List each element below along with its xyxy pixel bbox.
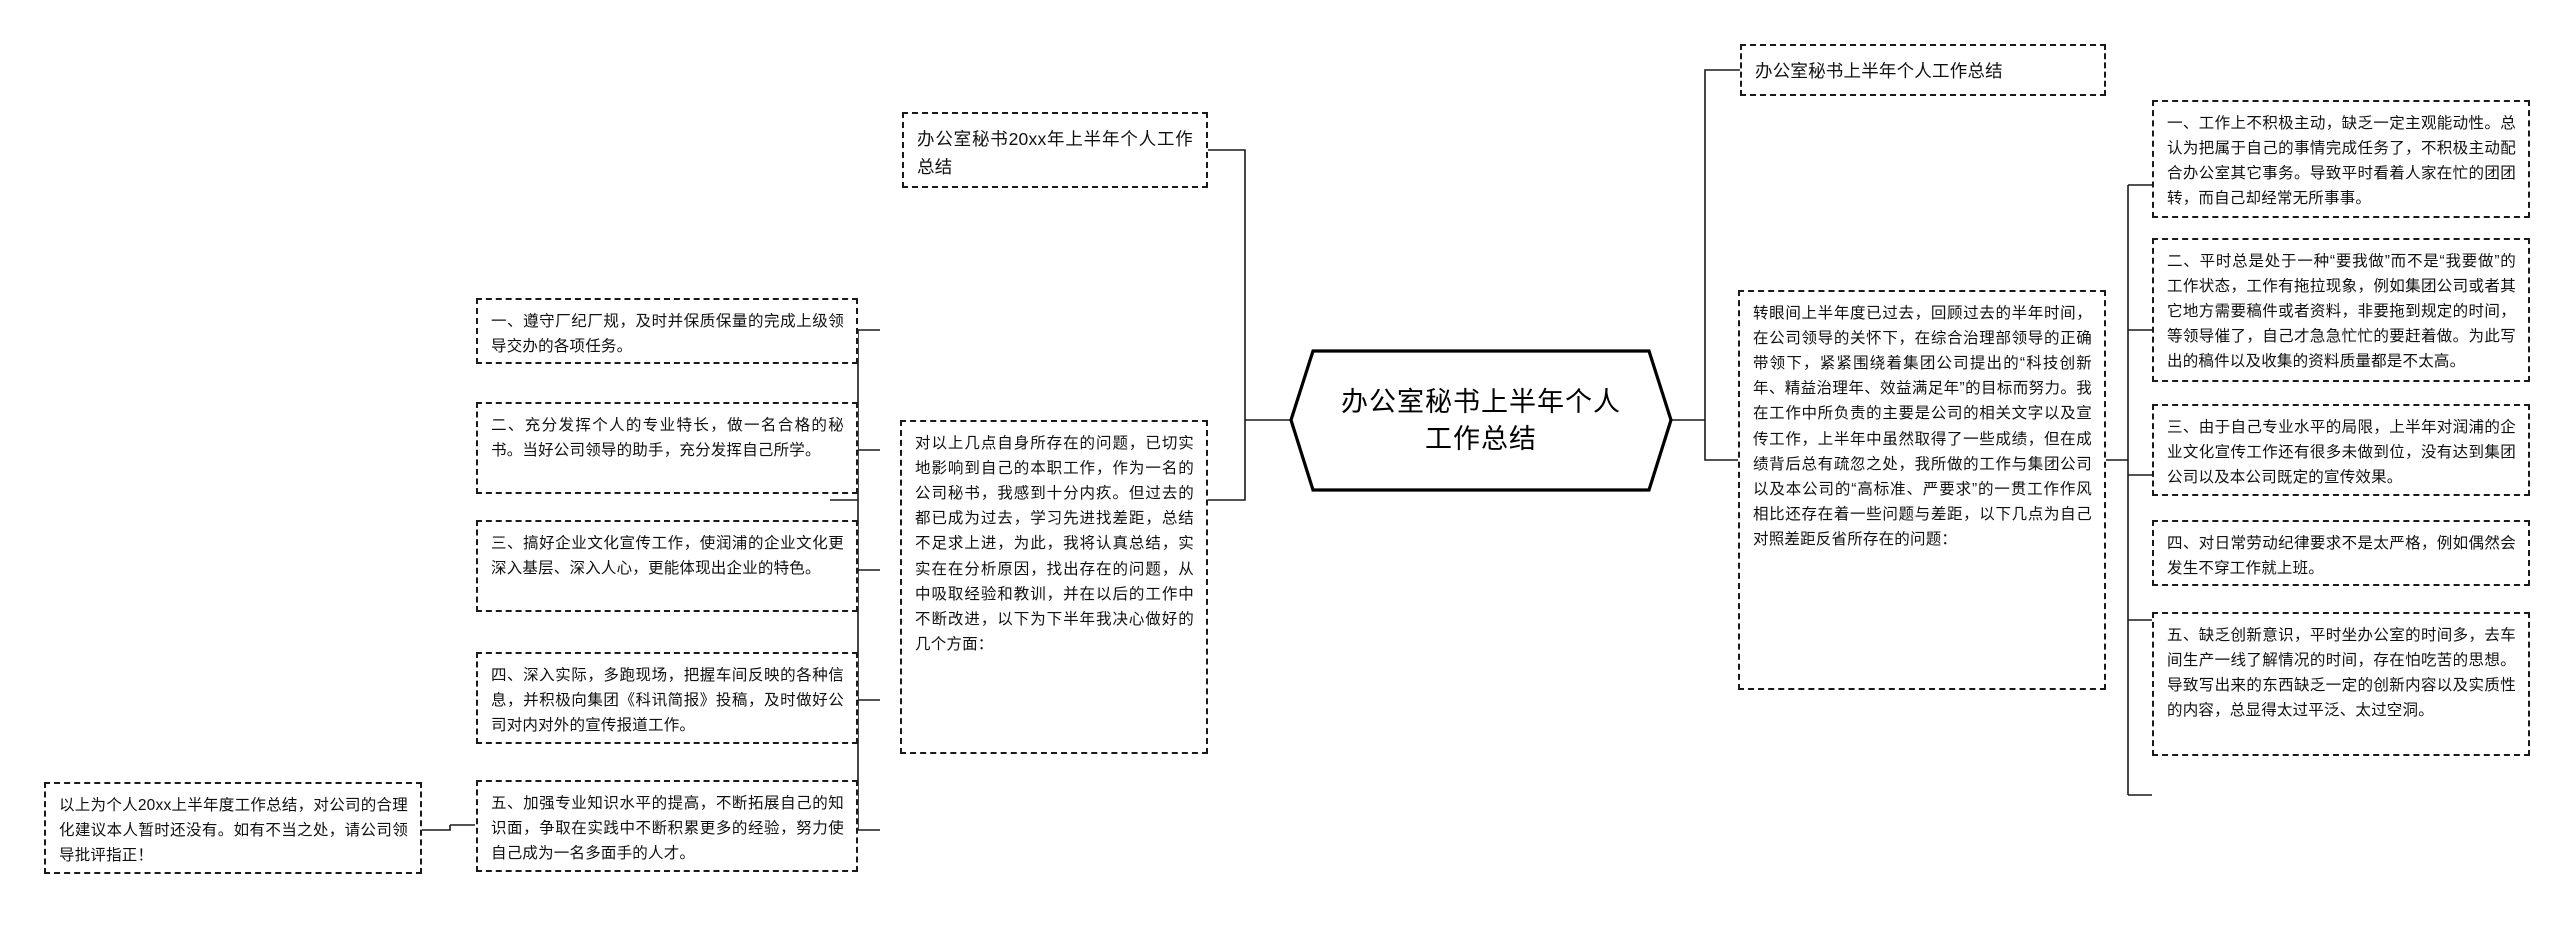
right-branch-heading[interactable]: 办公室秘书上半年个人工作总结 bbox=[1740, 44, 2106, 96]
right-item-5[interactable]: 五、缺乏创新意识，平时坐办公室的时间多，去车间生产一线了解情况的时间，存在怕吃苦… bbox=[2152, 612, 2530, 756]
left-closing-note[interactable]: 以上为个人20xx上半年度工作总结，对公司的合理化建议本人暂时还没有。如有不当之… bbox=[44, 782, 422, 874]
left-item-5[interactable]: 五、加强专业知识水平的提高，不断拓展自己的知识面，争取在实践中不断积累更多的经验… bbox=[476, 780, 858, 872]
left-item-1[interactable]: 一、遵守厂纪厂规，及时并保质保量的完成上级领导交办的各项任务。 bbox=[476, 298, 858, 364]
root-node-label: 办公室秘书上半年个人工作总结 bbox=[1341, 387, 1621, 454]
left-branch-heading[interactable]: 办公室秘书20xx年上半年个人工作总结 bbox=[902, 112, 1208, 188]
right-item-4[interactable]: 四、对日常劳动纪律要求不是太严格，例如偶然会发生不穿工作就上班。 bbox=[2152, 520, 2530, 586]
left-item-2[interactable]: 二、充分发挥个人的专业特长，做一名合格的秘书。当好公司领导的助手，充分发挥自己所… bbox=[476, 402, 858, 494]
left-item-4[interactable]: 四、深入实际，多跑现场，把握车间反映的各种信息，并积极向集团《科讯简报》投稿，及… bbox=[476, 652, 858, 744]
right-item-2[interactable]: 二、平时总是处于一种“要我做”而不是“我要做”的工作状态，工作有拖拉现象，例如集… bbox=[2152, 238, 2530, 382]
right-branch-summary[interactable]: 转眼间上半年度已过去，回顾过去的半年时间，在公司领导的关怀下，在综合治理部领导的… bbox=[1738, 290, 2106, 690]
root-node-shape bbox=[1289, 349, 1673, 492]
left-branch-summary[interactable]: 对以上几点自身所存在的问题，已切实地影响到自己的本职工作，作为一名的公司秘书，我… bbox=[900, 420, 1208, 754]
right-item-1[interactable]: 一、工作上不积极主动，缺乏一定主观能动性。总认为把属于自己的事情完成任务了，不积… bbox=[2152, 100, 2530, 218]
root-node[interactable]: 办公室秘书上半年个人工作总结 bbox=[1288, 348, 1674, 493]
right-item-3[interactable]: 三、由于自己专业水平的局限，上半年对润浦的企业文化宣传工作还有很多未做到位，没有… bbox=[2152, 404, 2530, 496]
left-item-3[interactable]: 三、搞好企业文化宣传工作，使润浦的企业文化更深入基层、深入人心，更能体现出企业的… bbox=[476, 520, 858, 612]
